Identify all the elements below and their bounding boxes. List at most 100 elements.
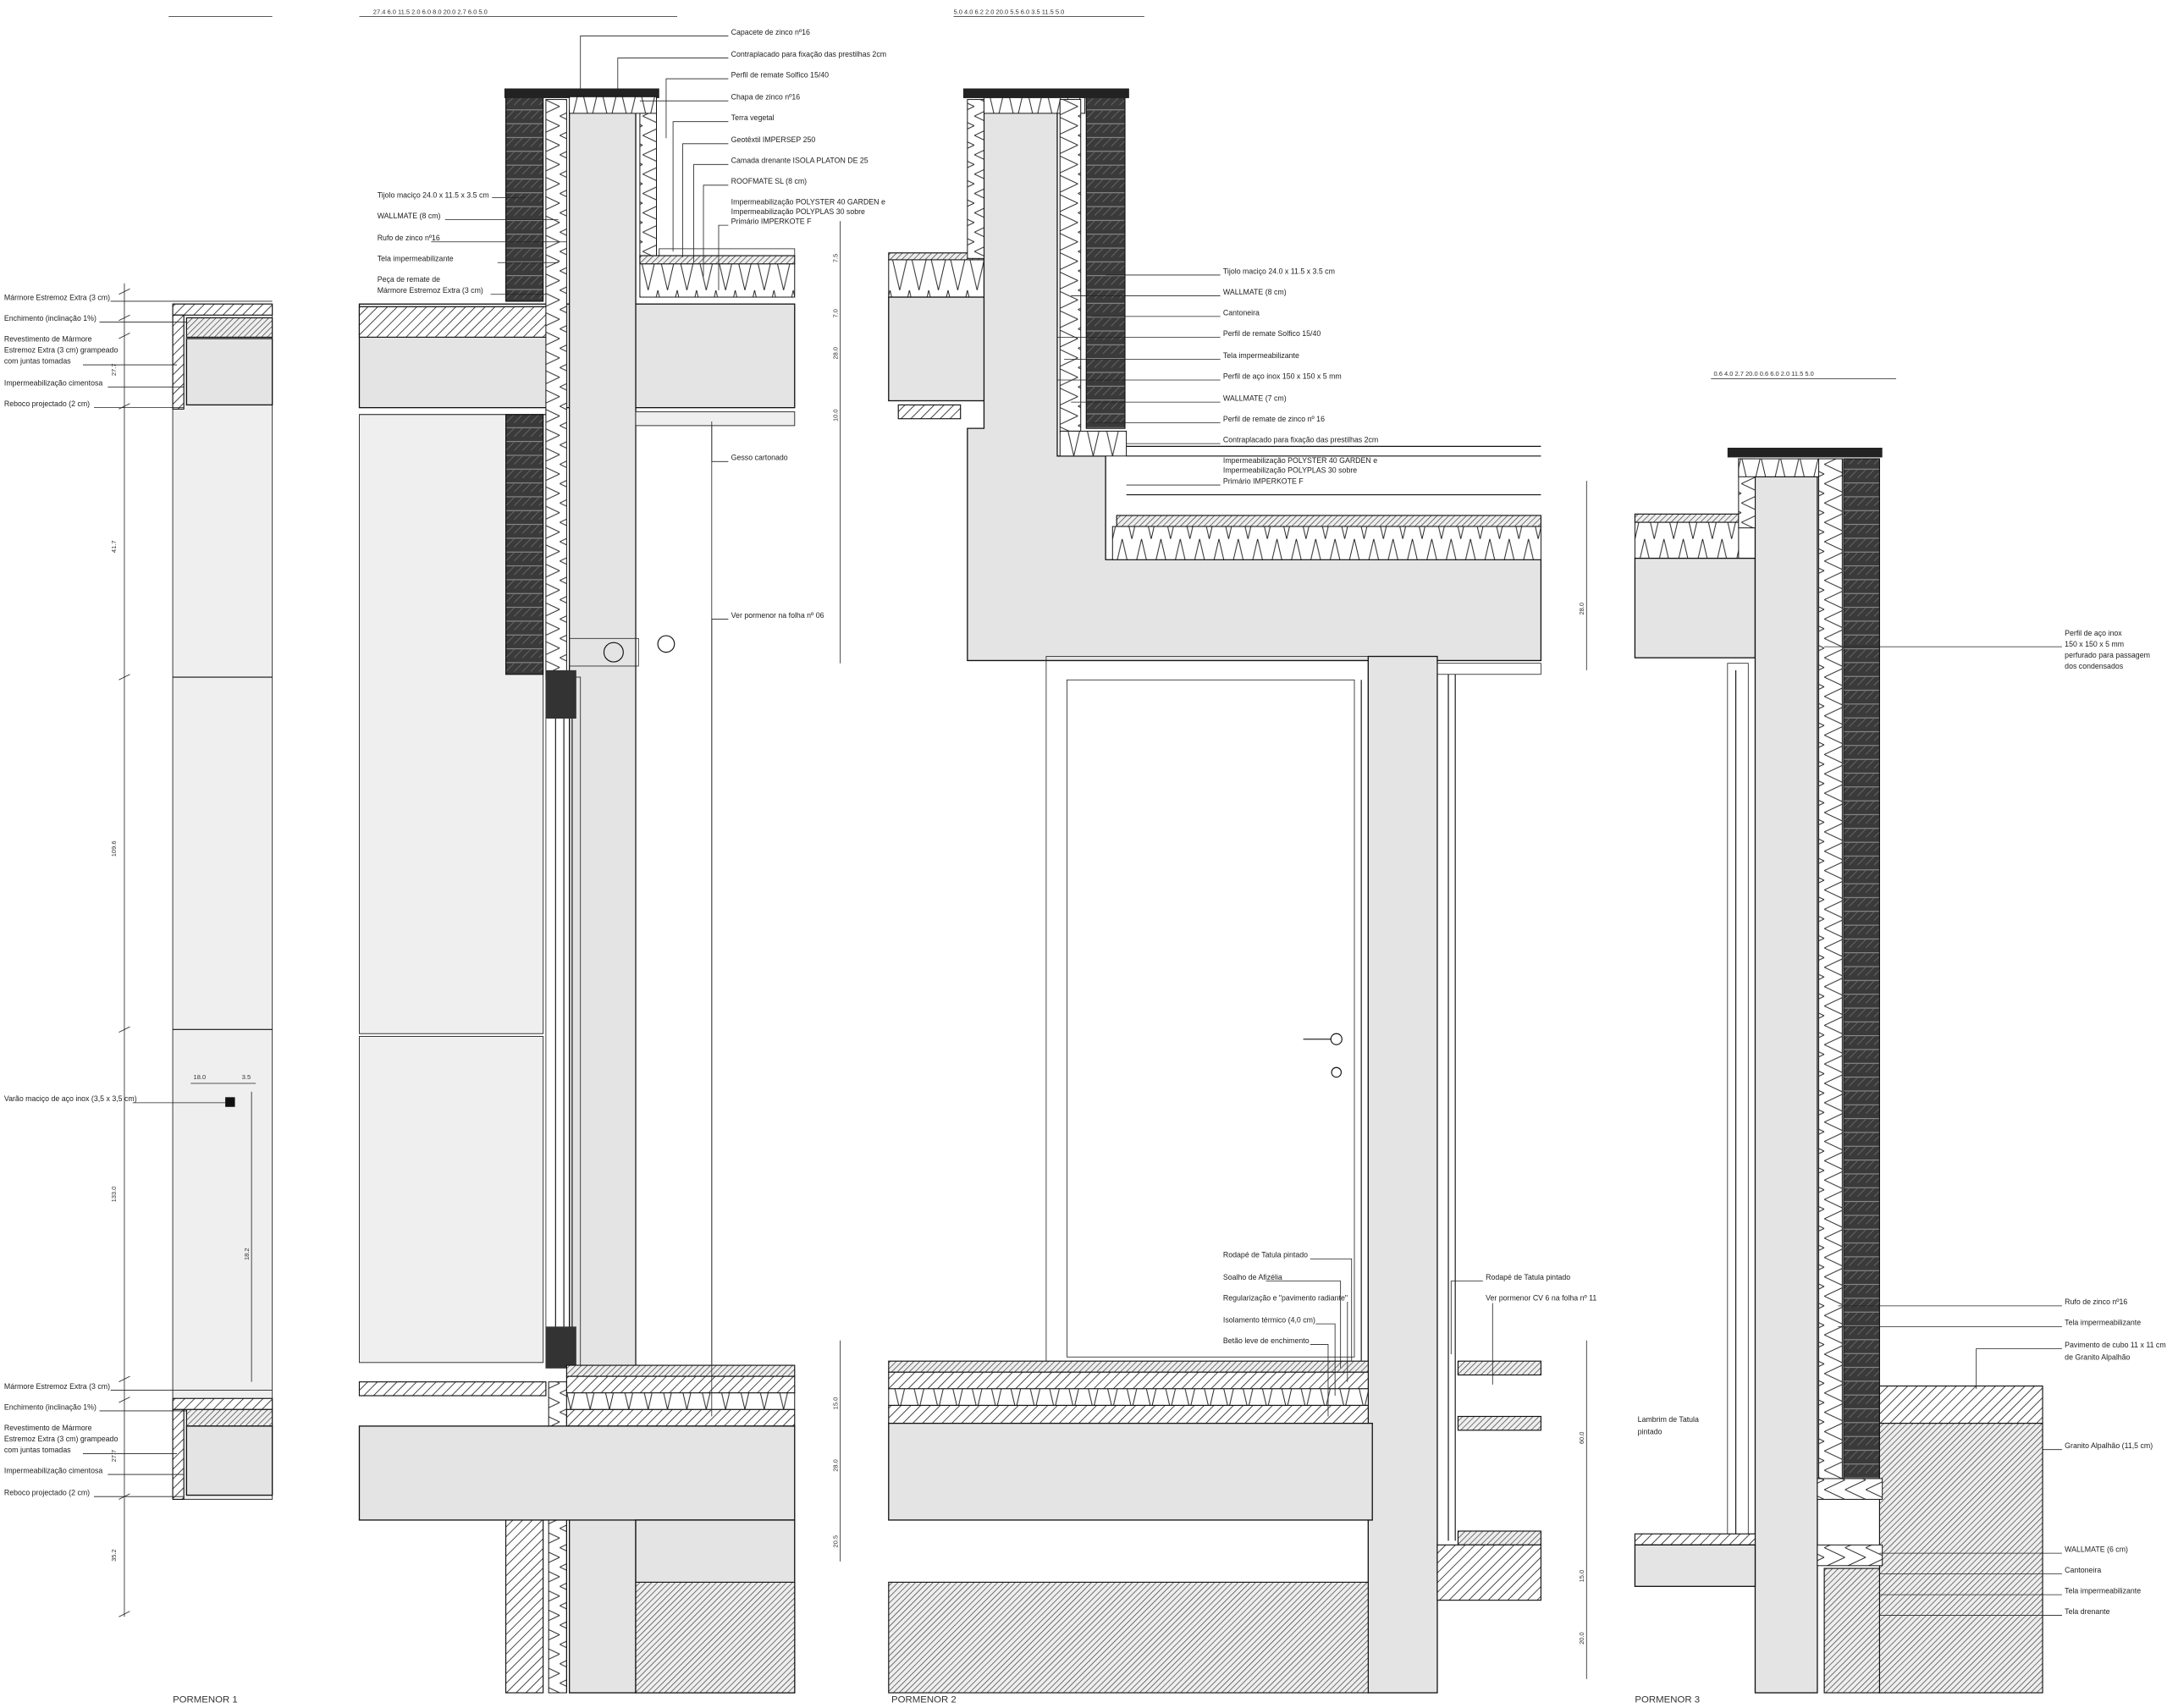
dim: 27.7 [110, 1450, 118, 1463]
label: Regularização e "pavimento radiante" [1223, 1293, 1348, 1302]
label: Estremoz Extra (3 cm) grampeado [4, 345, 119, 354]
label: Pavimento de cubo 11 x 11 cm [2065, 1341, 2165, 1349]
label: Impermeabilização POLYPLAS 30 sobre [731, 207, 865, 216]
label: 150 x 150 x 5 mm [2065, 640, 2124, 648]
detail-1: Mármore Estremoz Extra (3 cm) Enchimento… [4, 16, 273, 1705]
dim: 27.7 [110, 363, 118, 376]
p2-roof-labels: Capacete de zinco nº16 Contraplacado par… [580, 28, 886, 290]
dim: 7.5 [831, 254, 839, 262]
label: Perfil de remate de zinco nº 16 [1223, 415, 1325, 423]
label: Enchimento (inclinação 1%) [4, 1402, 96, 1411]
dim: 7.0 [831, 309, 839, 317]
label: Perfil de remate Solfico 15/40 [1223, 329, 1321, 338]
p2-wall-labels: Tijolo maciço 24.0 x 11.5 x 3.5 cm WALLM… [378, 190, 567, 295]
label: Ver pormenor CV 6 na folha nº 11 [1486, 1293, 1596, 1302]
label: Mármore Estremoz Extra (3 cm) [378, 286, 483, 295]
door-lock-icon [1331, 1066, 1343, 1078]
label: Perfil de aço inox [2065, 629, 2122, 637]
door-handle-icon [1330, 1033, 1343, 1045]
label: Reboco projectado (2 cm) [4, 399, 90, 408]
label: Cantoneira [2065, 1566, 2101, 1574]
dim: 3.5 [242, 1073, 251, 1081]
label: de Granito Alpalhão [2065, 1353, 2130, 1362]
dim: 20.0 [1578, 1632, 1585, 1645]
label: Rodapé de Tatula pintado [1223, 1251, 1308, 1259]
label: Impermeabilização cimentosa [4, 1466, 102, 1474]
label: Betão leve de enchimento [1223, 1336, 1310, 1345]
label: Contraplacado para fixação das prestilha… [731, 50, 886, 58]
detail-title: PORMENOR 1 [173, 1694, 238, 1705]
label: perfurado para passagem [2065, 651, 2150, 659]
label: Impermeabilização cimentosa [4, 379, 102, 388]
dim: 27.4 6.0 11.5 2.0 6.0 8.0 20.0 2.7 6.0 5… [373, 8, 488, 15]
dim: 10.0 [831, 409, 839, 421]
label: Mármore Estremoz Extra (3 cm) [4, 1382, 110, 1391]
label: Impermeabilização POLYSTER 40 GARDEN e [1223, 456, 1377, 465]
dim: 18.2 [243, 1248, 251, 1260]
label: Lambrim de Tatula [1638, 1415, 1699, 1424]
label: Soalho de Afizélia [1223, 1273, 1282, 1281]
detail-2-door: 5.0 4.0 6.2 2.0 20.0 5.5 6.0 3.5 11.5 5.… [831, 8, 1699, 1705]
dim: 28.0 [1578, 603, 1585, 615]
label-gypsum: Gesso cartonado [731, 454, 788, 462]
label: Tela impermeabilizante [2065, 1319, 2141, 1327]
label: Perfil de remate Solfico 15/40 [731, 70, 830, 79]
label: Tijolo maciço 24.0 x 11.5 x 3.5 cm [1223, 267, 1335, 275]
p1-labels-top: Mármore Estremoz Extra (3 cm) Enchimento… [4, 293, 273, 409]
label: Enchimento (inclinação 1%) [4, 314, 96, 322]
label: Revestimento de Mármore [4, 334, 92, 343]
zinc-coping [504, 88, 659, 98]
dim: 133.0 [110, 1187, 118, 1203]
label: Impermeabilização POLYPLAS 30 sobre [1223, 466, 1357, 474]
detail-3: 0.6 4.0 2.7 20.0 0.6 6.0 2.0 11.5 5.0 28… [1578, 370, 2166, 1705]
steel-rod-section [225, 1097, 235, 1107]
dim: 28.0 [831, 347, 839, 360]
label: Geotêxtil IMPERSEP 250 [731, 135, 816, 144]
label: Peça de remate de [378, 275, 440, 284]
label: WALLMATE (8 cm) [378, 212, 441, 220]
dim: 109.6 [110, 840, 118, 857]
label: Tela impermeabilizante [1223, 351, 1299, 360]
label: Perfil de aço inox 150 x 150 x 5 mm [1223, 372, 1342, 380]
dim: 41.7 [110, 540, 118, 553]
detail-2: 27.4 6.0 11.5 2.0 6.0 8.0 20.0 2.7 6.0 5… [358, 8, 886, 1694]
label: WALLMATE (8 cm) [1223, 288, 1287, 296]
dim: 0.6 4.0 2.7 20.0 0.6 6.0 2.0 11.5 5.0 [1713, 370, 1813, 377]
label: Primário IMPERKOTE F [731, 218, 812, 226]
label: dos condensados [2065, 662, 2124, 670]
label: com juntas tomadas [4, 356, 71, 365]
label: Revestimento de Mármore [4, 1424, 92, 1432]
label: com juntas tomadas [4, 1446, 71, 1454]
label: WALLMATE (6 cm) [2065, 1545, 2128, 1553]
label-steel-rod: Varão maciço de aço inox (3,5 x 3,5 cm) [4, 1094, 137, 1103]
p1-labels-bottom: Mármore Estremoz Extra (3 cm) Enchimento… [4, 1382, 273, 1497]
roller-shutter-box [603, 642, 624, 663]
dim: 60.0 [1578, 1432, 1585, 1445]
label: Rufo de zinco nº16 [378, 234, 440, 242]
label: ROOFMATE SL (8 cm) [731, 177, 808, 185]
label: Mármore Estremoz Extra (3 cm) [4, 293, 110, 301]
label: Cantoneira [1223, 308, 1260, 317]
dim: 28.0 [831, 1459, 839, 1472]
detail-title: PORMENOR 2 [891, 1694, 957, 1705]
dim: 35.2 [110, 1549, 118, 1562]
p2-wall-labels-2: Tijolo maciço 24.0 x 11.5 x 3.5 cm WALLM… [1056, 267, 1378, 486]
label: Isolamento térmico (4,0 cm) [1223, 1315, 1315, 1324]
dim: 20.5 [831, 1535, 839, 1548]
label: Tela impermeabilizante [378, 255, 454, 263]
label: Tela drenante [2065, 1607, 2109, 1616]
label: Impermeabilização POLYSTER 40 GARDEN e [731, 198, 885, 207]
label: Estremoz Extra (3 cm) grampeado [4, 1435, 119, 1443]
dim: 18.0 [194, 1073, 207, 1081]
label: Chapa de zinco nº16 [731, 93, 801, 102]
label: Tela impermeabilizante [2065, 1586, 2141, 1595]
dim: 5.0 4.0 6.2 2.0 20.0 5.5 6.0 3.5 11.5 5.… [954, 8, 1065, 15]
label-see-detail: Ver pormenor na folha nº 06 [731, 611, 824, 620]
label: Tijolo maciço 24.0 x 11.5 x 3.5 cm [378, 190, 489, 199]
detail-title: PORMENOR 3 [1635, 1694, 1700, 1705]
label: WALLMATE (7 cm) [1223, 394, 1287, 402]
label: Granito Alpalhão (11,5 cm) [2065, 1441, 2153, 1450]
label: Primário IMPERKOTE F [1223, 477, 1304, 485]
label: Capacete de zinco nº16 [731, 28, 810, 36]
